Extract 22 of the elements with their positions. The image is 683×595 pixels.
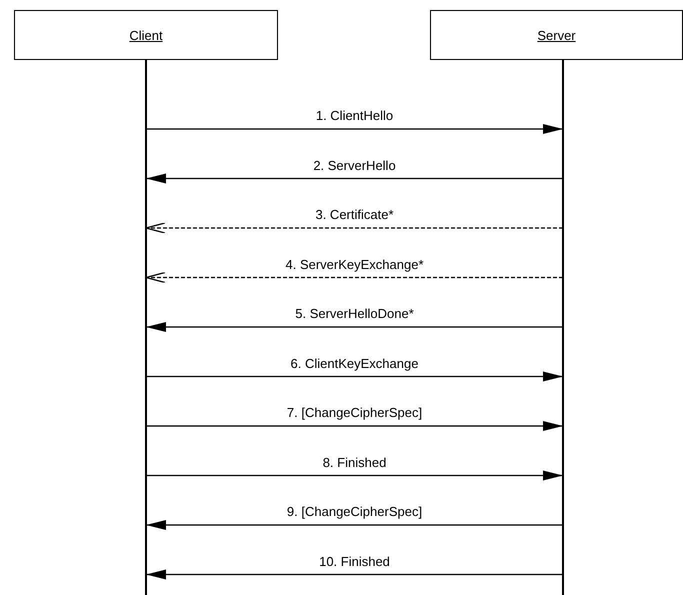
message-label: 7. [ChangeCipherSpec]: [286, 405, 422, 420]
message-arrow: [146, 421, 563, 431]
message-label: 4. ServerKeyExchange*: [285, 256, 424, 272]
message-label: 2. ServerHello: [313, 158, 396, 172]
message-label: 8. Finished: [322, 454, 386, 470]
message-arrow: [146, 470, 563, 480]
message-label: 1. ClientHello: [316, 108, 394, 123]
message-arrow: [146, 322, 563, 332]
message-label: 10. Finished: [319, 554, 390, 568]
message-arrow: [146, 124, 563, 134]
dashed-message-arrow: [145, 222, 563, 234]
message-arrow: [146, 520, 563, 530]
dashed-message-arrow: [145, 272, 563, 284]
participant-name: Server: [537, 28, 576, 42]
message-arrow: [146, 570, 563, 580]
message-label: 6. ClientKeyExchange: [290, 356, 418, 370]
message-label: 5. ServerHelloDone*: [295, 306, 414, 321]
message-arrow: [146, 174, 563, 184]
message-label: 3. Certificate*: [315, 207, 394, 222]
message-arrow: [146, 372, 563, 382]
message-label: 9. [ChangeCipherSpec]: [286, 504, 422, 519]
participant-name: Client: [129, 28, 163, 42]
